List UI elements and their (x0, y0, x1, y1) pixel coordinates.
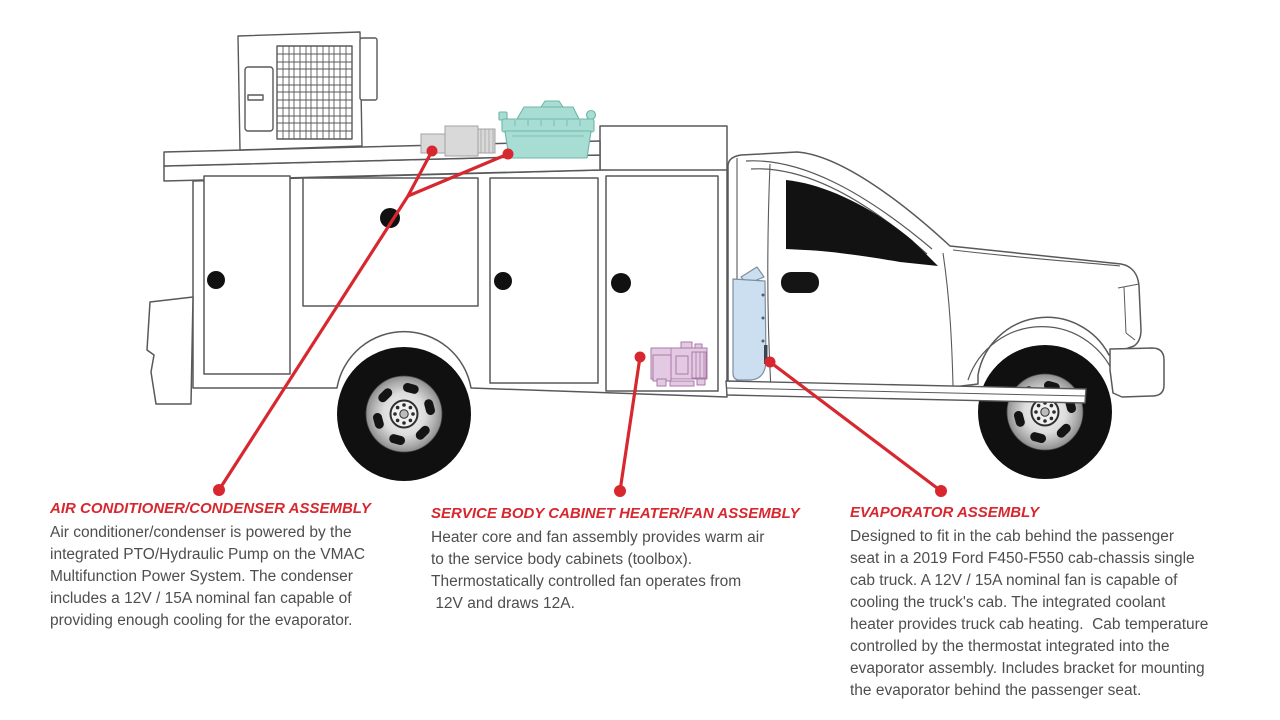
roof-pillar-line-1 (745, 160, 933, 250)
roof-top-unit (498, 100, 597, 159)
condenser-grille (276, 45, 353, 140)
callout-cabinet-heater-body: Heater core and fan assembly provides wa… (431, 529, 765, 612)
callout-cabinet-heater: SERVICE BODY CABINET HEATER/FAN ASSEMBLY… (431, 504, 831, 615)
truck-cab (727, 151, 1142, 391)
door-handle-dot-3 (494, 272, 512, 290)
hood-seam (952, 249, 1121, 267)
leader-dot-callout-1 (213, 484, 225, 496)
service-body (146, 125, 728, 405)
condenser-panel-handle (247, 94, 264, 101)
callout-air-conditioner-body: Air conditioner/condenser is powered by … (50, 524, 366, 629)
running-board (725, 380, 1087, 404)
door-seam-front (942, 252, 954, 387)
callout-air-conditioner-title: AIR CONDITIONER/CONDENSER ASSEMBLY (50, 500, 371, 517)
leader-dot-evaporator (764, 356, 776, 368)
leader-dot-heater (634, 351, 646, 363)
leader-dot-callout-3 (935, 485, 947, 497)
door-handle-dot-4 (611, 273, 631, 293)
front-wheel (977, 344, 1113, 480)
cabinet-heater-unit (650, 341, 708, 387)
front-bulkhead (599, 125, 728, 171)
front-bumper (1109, 347, 1165, 398)
condenser-side-tab (359, 37, 378, 101)
callout-air-conditioner: AIR CONDITIONER/CONDENSER ASSEMBLY Air c… (50, 499, 435, 632)
door-handle-dot-2 (380, 208, 400, 228)
evaporator-unit (732, 266, 768, 381)
leader-line-cabinet-heater (618, 355, 642, 493)
leader-dot-roof-unit (502, 148, 514, 160)
leader-line-evaporator (768, 360, 943, 493)
callout-evaporator-body: Designed to fit in the cab behind the pa… (850, 528, 1209, 699)
leader-lines (217, 149, 943, 493)
leader-dot-pump (426, 145, 438, 157)
leader-dot-callout-2 (614, 485, 626, 497)
cabinet-door-2 (302, 177, 479, 307)
leader-line-condenser-branch (406, 152, 510, 198)
rear-wheel (336, 346, 472, 482)
leader-dots (213, 145, 947, 497)
callout-evaporator: EVAPORATOR ASSEMBLY Designed to fit in t… (850, 503, 1280, 702)
door-handle-dot-1 (207, 271, 225, 289)
condenser-unit (237, 31, 378, 151)
grille-seam (1117, 283, 1140, 341)
callout-evaporator-title: EVAPORATOR ASSEMBLY (850, 504, 1040, 521)
condenser-grille-grid (277, 46, 352, 139)
cab-door-handle (781, 272, 819, 293)
callout-cabinet-heater-title: SERVICE BODY CABINET HEATER/FAN ASSEMBLY (431, 505, 800, 522)
fender-lip-arc (967, 326, 1117, 381)
cab-window (786, 180, 938, 266)
pto-pump-unit (420, 125, 496, 157)
rear-bumper-step (146, 296, 194, 405)
